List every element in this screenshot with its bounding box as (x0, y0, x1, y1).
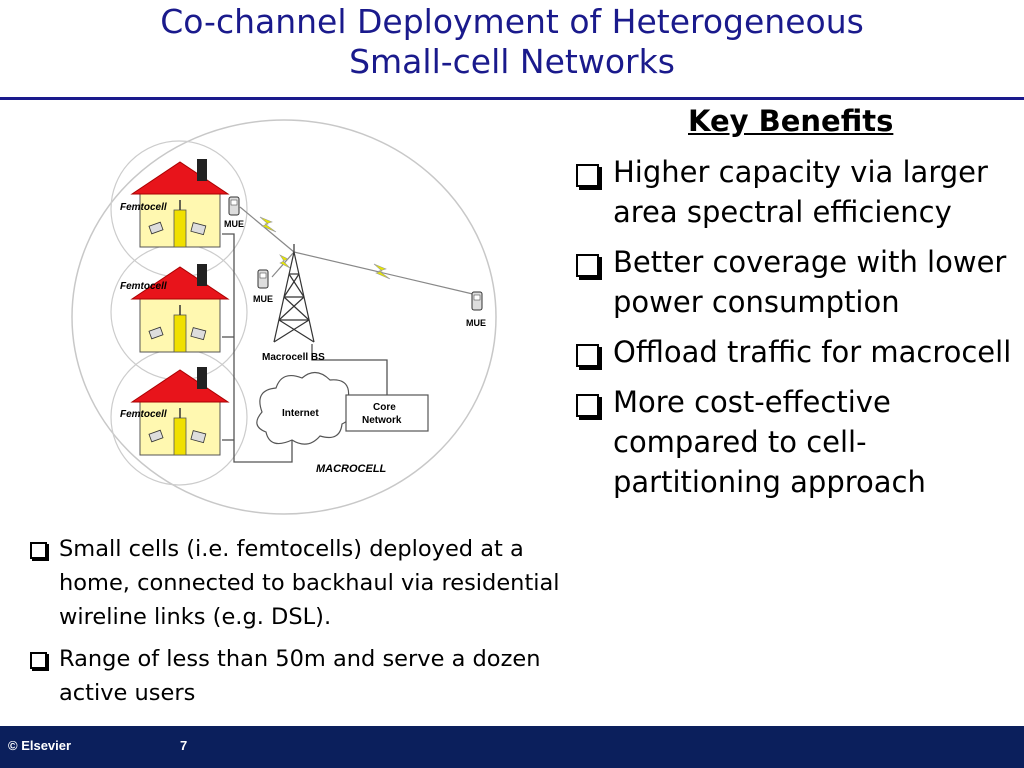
lightning-icon-1 (259, 216, 277, 233)
key-benefits-list: Higher capacity via larger area spectral… (576, 152, 1016, 512)
femtocell-house-3 (130, 367, 230, 456)
key-benefit-text: Offload traffic for macrocell (613, 335, 1012, 369)
footer-bar: © Elsevier 7 (0, 726, 1024, 768)
title-divider (0, 97, 1024, 100)
mue-label-2: MUE (253, 294, 273, 304)
checkbox-bullet-icon (576, 254, 599, 277)
checkbox-bullet-icon (30, 652, 47, 669)
key-benefit-text: More cost-effective compared to cell-par… (613, 385, 926, 499)
checkbox-bullet-icon (30, 542, 47, 559)
femtocell-label-2: Femtocell (120, 281, 167, 292)
note-text: Range of less than 50m and serve a dozen… (59, 646, 541, 706)
lightning-icon-2 (373, 263, 391, 280)
macrocell-boundary (71, 119, 497, 515)
core-network-label-line2: Network (362, 415, 402, 426)
slide-title: Co-channel Deployment of Heterogeneous S… (0, 2, 1024, 82)
femtocell-label-1: Femtocell (120, 202, 167, 213)
core-bs-link (311, 344, 388, 395)
mue-label-3: MUE (466, 318, 486, 328)
note-item: Range of less than 50m and serve a dozen… (30, 642, 570, 710)
checkbox-bullet-icon (576, 164, 599, 187)
backhaul-wire (222, 233, 293, 463)
slide-title-line2: Small-cell Networks (349, 42, 675, 81)
page-number: 7 (180, 738, 188, 753)
phone-icon-2 (257, 269, 269, 289)
notes-list: Small cells (i.e. femtocells) deployed a… (30, 532, 570, 718)
internet-label: Internet (282, 408, 319, 419)
core-network-label-line1: Core (373, 402, 396, 413)
wireless-link-mue3 (293, 251, 478, 296)
tower-icon (273, 244, 315, 343)
wireless-link-mue1 (239, 206, 295, 253)
macrocell-label: MACROCELL (316, 463, 387, 475)
copyright-text: © Elsevier (8, 738, 72, 753)
checkbox-bullet-icon (576, 394, 599, 417)
key-benefit-item: More cost-effective compared to cell-par… (576, 382, 1016, 502)
key-benefit-text: Higher capacity via larger area spectral… (613, 155, 988, 229)
core-network-box (345, 394, 429, 432)
key-benefit-item: Higher capacity via larger area spectral… (576, 152, 1016, 232)
network-diagram: Femtocell Femtocell Femtocell MUE MUE MU… (71, 119, 497, 515)
mue-label-1: MUE (224, 219, 244, 229)
checkbox-bullet-icon (576, 344, 599, 367)
key-benefit-text: Better coverage with lower power consump… (613, 245, 1007, 319)
key-benefits-heading: Key Benefits (688, 104, 894, 138)
note-item: Small cells (i.e. femtocells) deployed a… (30, 532, 570, 634)
macrocell-bs-label: Macrocell BS (262, 352, 325, 363)
note-text: Small cells (i.e. femtocells) deployed a… (59, 536, 560, 630)
slide-title-line1: Co-channel Deployment of Heterogeneous (160, 2, 864, 41)
femtocell-label-3: Femtocell (120, 409, 167, 420)
femtocell-house-2 (130, 264, 230, 353)
phone-icon-3 (471, 291, 483, 311)
key-benefit-item: Better coverage with lower power consump… (576, 242, 1016, 322)
phone-icon-1 (228, 196, 240, 216)
key-benefit-item: Offload traffic for macrocell (576, 332, 1016, 372)
femtocell-house-1 (130, 159, 230, 248)
